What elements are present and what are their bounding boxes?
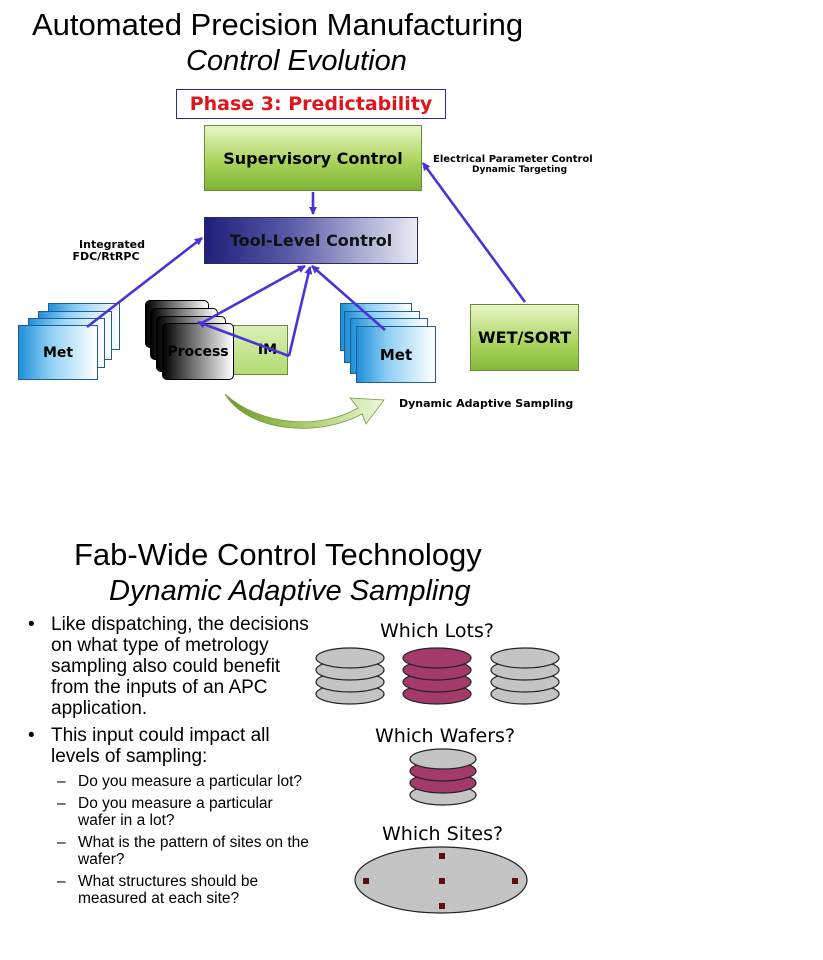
arrow-met-left-to-tool <box>86 236 203 329</box>
which-sites-label: Which Sites? <box>382 823 504 845</box>
sub-bullet-2: Do you measure a particular wafer in a l… <box>24 795 314 829</box>
dynamic-targeting-label: Dynamic Targeting <box>472 165 568 175</box>
met-left-card: Met <box>18 325 98 380</box>
slide1-subtitle: Control Evolution <box>186 45 407 77</box>
wet-sort-box: WET/SORT <box>470 304 579 371</box>
process-label: Process <box>167 343 229 360</box>
site-marker-center <box>439 878 445 884</box>
met-right-card: Met <box>356 326 436 383</box>
site-marker-right <box>512 878 518 884</box>
tool-level-control-box: Tool-Level Control <box>204 217 418 264</box>
integrated-label: Integrated <box>79 238 145 251</box>
electrical-parameter-label: Electrical Parameter Control <box>433 154 593 165</box>
met-left-label: Met <box>42 344 74 361</box>
lot-stack-3 <box>490 647 560 705</box>
process-card: Process <box>162 323 234 380</box>
slide2-title: Fab-Wide Control Technology <box>74 537 482 572</box>
sub-bullet-1: Do you measure a particular lot? <box>24 773 314 790</box>
phase-label: Phase 3: Predictability <box>176 89 446 119</box>
dynamic-adaptive-sampling-label: Dynamic Adaptive Sampling <box>399 397 574 410</box>
wafer-sites <box>354 846 528 914</box>
arrow-im-to-process <box>197 320 290 358</box>
tool-level-control-label: Tool-Level Control <box>229 231 393 250</box>
supervisory-control-box: Supervisory Control <box>204 125 422 191</box>
slide1-title: Automated Precision Manufacturing <box>32 7 524 42</box>
site-marker-top <box>439 853 445 859</box>
slide2-subtitle: Dynamic Adaptive Sampling <box>109 575 471 607</box>
fdc-rtrpc-label: FDC/RtRPC <box>72 250 140 263</box>
bullet-list: Like dispatching, the decisions on what … <box>24 614 314 912</box>
site-marker-left <box>363 878 369 884</box>
which-lots-label: Which Lots? <box>380 620 494 642</box>
wet-sort-label: WET/SORT <box>478 328 571 347</box>
site-marker-bottom <box>439 903 445 909</box>
im-box: IM <box>233 325 288 375</box>
sub-bullet-4: What structures should be measured at ea… <box>24 873 314 907</box>
lot-stack-2-highlighted <box>402 647 472 705</box>
arrow-process-to-tool <box>199 264 306 326</box>
sub-bullet-3: What is the pattern of sites on the wafe… <box>24 834 314 868</box>
bullet-2: This input could impact all levels of sa… <box>24 725 314 767</box>
adaptive-sampling-curve-arrow <box>224 393 385 429</box>
lot-stack-1 <box>315 647 385 705</box>
arrow-wetsort-to-supervisory <box>421 162 527 303</box>
which-wafers-label: Which Wafers? <box>375 725 516 747</box>
arrow-im-to-tool <box>287 266 313 357</box>
met-right-label: Met <box>379 345 413 364</box>
bullet-1: Like dispatching, the decisions on what … <box>24 614 314 719</box>
wafer-stack <box>409 748 477 806</box>
arrow-met-right-to-tool <box>311 265 386 331</box>
